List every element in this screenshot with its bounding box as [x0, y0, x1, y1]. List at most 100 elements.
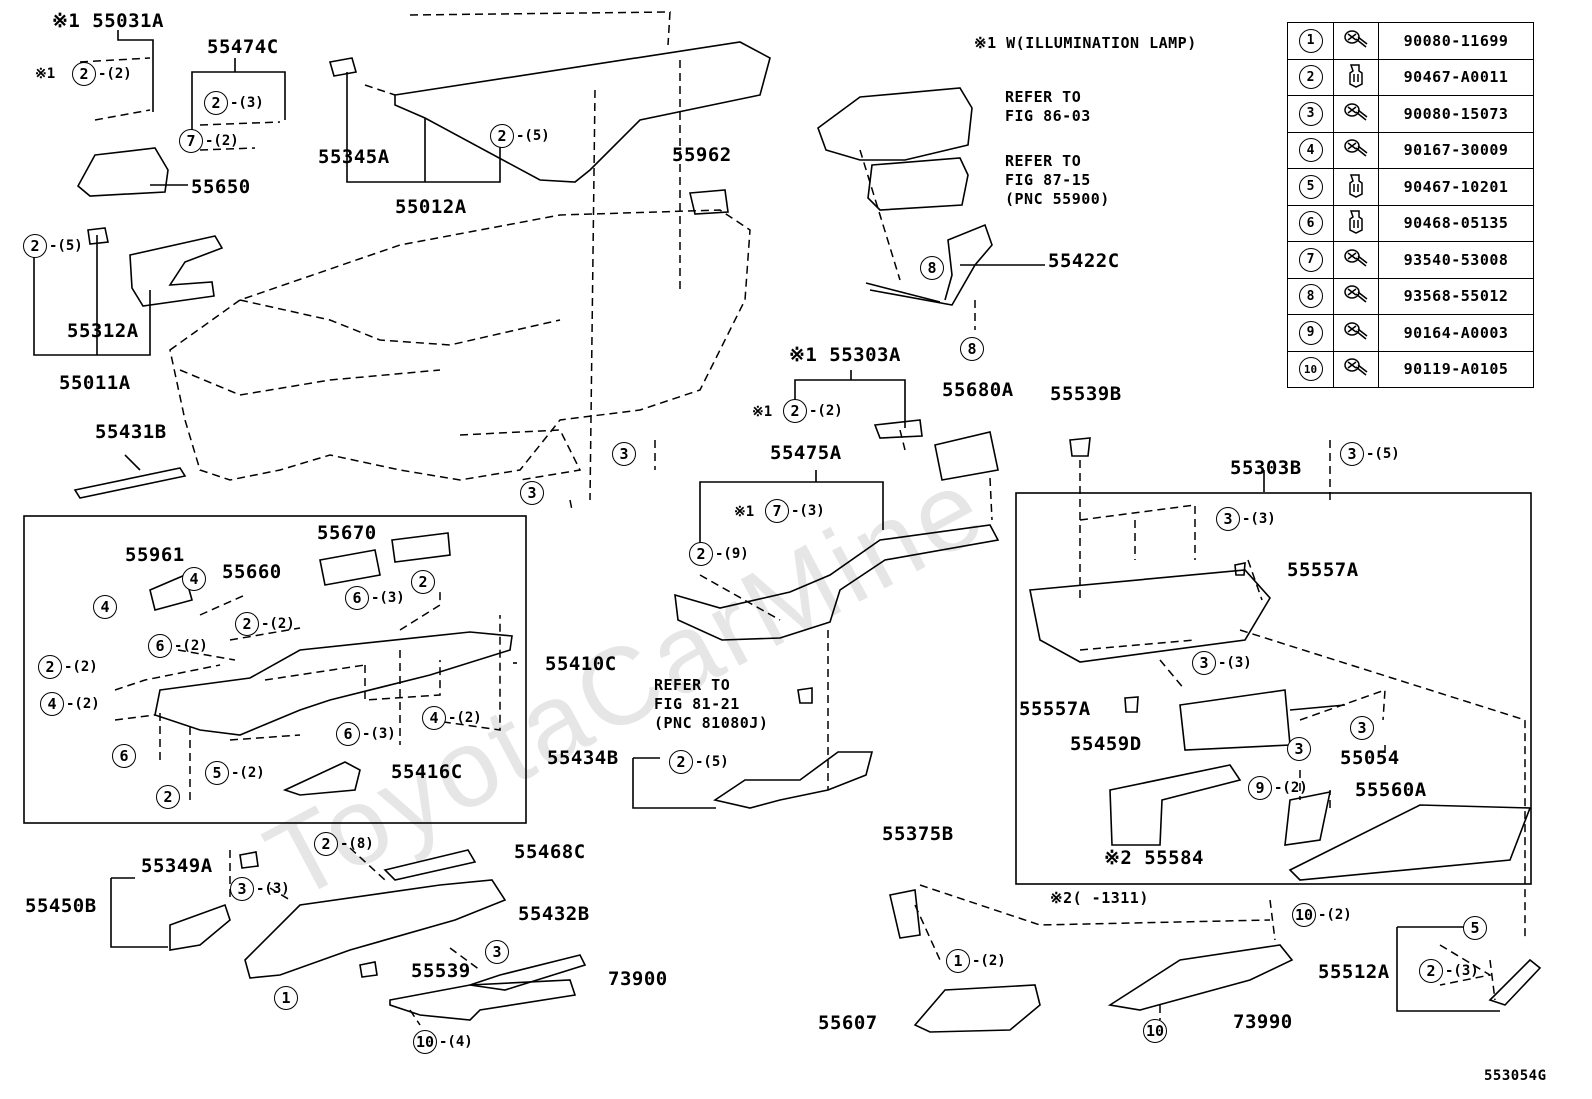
screw-icon: [1333, 22, 1379, 60]
ref-circle-4: 4: [93, 595, 117, 619]
qty: -(4): [439, 1034, 473, 1050]
legend-number: 9: [1287, 314, 1334, 352]
ref-circle-2: 2: [669, 750, 693, 774]
part-label-55539B: 55539B: [1050, 383, 1122, 405]
part-label-55670: 55670: [317, 522, 377, 544]
legend-part-number: 90167-30009: [1378, 131, 1534, 169]
part-label-55434B: 55434B: [547, 747, 619, 769]
qty: -(2): [809, 403, 843, 419]
part-label-55012A: 55012A: [395, 196, 467, 218]
clip-icon: [1333, 58, 1379, 96]
ref-circle-10: 10: [413, 1030, 437, 1054]
legend-row: 6 90468-05135: [1287, 204, 1534, 242]
refer-fig-81: REFER TO FIG 81-21 (PNC 81080J): [654, 676, 769, 732]
part-label-55303A: ※1 55303A: [789, 344, 901, 366]
ref-circle-4: 4: [182, 567, 206, 591]
part-label-55512A: 55512A: [1318, 961, 1390, 983]
ref-circle-7: 7: [179, 129, 203, 153]
qty: -(2): [261, 616, 295, 632]
ref-circle-2: 2: [411, 570, 435, 594]
qty: -(2): [231, 765, 265, 781]
qty: -(3): [256, 881, 290, 897]
legend-number: 6: [1287, 204, 1334, 242]
qty: -(3): [1445, 963, 1479, 979]
part-label-55584: ※2 55584: [1104, 847, 1204, 869]
qty: -(3): [371, 590, 405, 606]
qty: -(5): [1366, 446, 1400, 462]
screw-icon: [1333, 350, 1379, 388]
refer-fig-86: REFER TO FIG 86-03: [1005, 88, 1091, 125]
part-label-55660: 55660: [222, 561, 282, 583]
qty: -(2): [1274, 780, 1308, 796]
part-label-55345A: 55345A: [318, 146, 390, 168]
legend-number: 1: [1287, 22, 1334, 60]
part-label-73900: 73900: [608, 968, 668, 990]
ref-circle-3: 3: [1340, 442, 1364, 466]
qty: -(2): [448, 710, 482, 726]
ref-circle-1: 1: [946, 949, 970, 973]
qty: -(8): [340, 836, 374, 852]
legend-number-circle: 2: [1298, 65, 1323, 90]
clip-icon: [1333, 168, 1379, 206]
part-label-55031A: ※1 55031A: [52, 10, 164, 32]
ref-circle-5: 5: [1463, 916, 1487, 940]
ref-circle-2: 2: [156, 785, 180, 809]
refer-fig-87: REFER TO FIG 87-15 (PNC 55900): [1005, 152, 1110, 208]
ref-circle-2: 2: [23, 234, 47, 258]
part-label-55431B: 55431B: [95, 421, 167, 443]
legend-part-number: 90468-05135: [1378, 204, 1534, 242]
part-label-55962: 55962: [672, 144, 732, 166]
legend-number: 2: [1287, 58, 1334, 96]
part-label-55680A: 55680A: [942, 379, 1014, 401]
legend-number: 10: [1287, 350, 1334, 388]
figure-code: 553054G: [1484, 1068, 1547, 1084]
ref-circle-2: 2: [689, 542, 713, 566]
qty: -(5): [695, 754, 729, 770]
part-label-55650: 55650: [191, 176, 251, 198]
legend-number-circle: 5: [1298, 174, 1323, 199]
ref-circle-2: 2: [204, 91, 228, 115]
qty: -(9): [715, 546, 749, 562]
part-label-55961: 55961: [125, 544, 185, 566]
qty: -(3): [1242, 511, 1276, 527]
ref-circle-10: 10: [1143, 1019, 1167, 1043]
qty: -(2): [205, 133, 239, 149]
screw-icon: [1333, 241, 1379, 279]
part-label-55054: 55054: [1340, 747, 1400, 769]
part-label-55410C: 55410C: [545, 653, 617, 675]
ref-circle-3: 3: [1216, 507, 1240, 531]
part-label-55607: 55607: [818, 1012, 878, 1034]
legend-number-circle: 1: [1298, 28, 1323, 53]
part-label-55560A: 55560A: [1355, 779, 1427, 801]
ref-circle-4: 4: [40, 692, 64, 716]
part-label-55557A-lower: 55557A: [1019, 698, 1091, 720]
legend-number: 7: [1287, 241, 1334, 279]
part-label-73990: 73990: [1233, 1011, 1293, 1033]
qty: -(2): [66, 696, 100, 712]
part-label-55474C: 55474C: [207, 36, 279, 58]
ref-circle-2: 2: [783, 399, 807, 423]
part-label-55375B: 55375B: [882, 823, 954, 845]
ref-circle-3: 3: [520, 481, 544, 505]
ref-circle-3: 3: [1350, 716, 1374, 740]
part-label-55432B: 55432B: [518, 903, 590, 925]
ref-circle-2: 2: [38, 655, 62, 679]
part-label-55349A: 55349A: [141, 855, 213, 877]
legend-number-circle: 7: [1298, 247, 1323, 272]
ref-circle-2: 2: [235, 612, 259, 636]
legend-number-circle: 10: [1298, 357, 1323, 382]
part-label-55539: 55539: [411, 960, 471, 982]
screw-icon: [1333, 95, 1379, 133]
part-55650-shape: [76, 147, 169, 197]
legend-part-number: 90080-11699: [1378, 22, 1534, 60]
ref-circle-6: 6: [112, 744, 136, 768]
mark-1: ※1: [734, 504, 755, 520]
ref-circle-4: 4: [422, 706, 446, 730]
qty: -(2): [174, 638, 208, 654]
